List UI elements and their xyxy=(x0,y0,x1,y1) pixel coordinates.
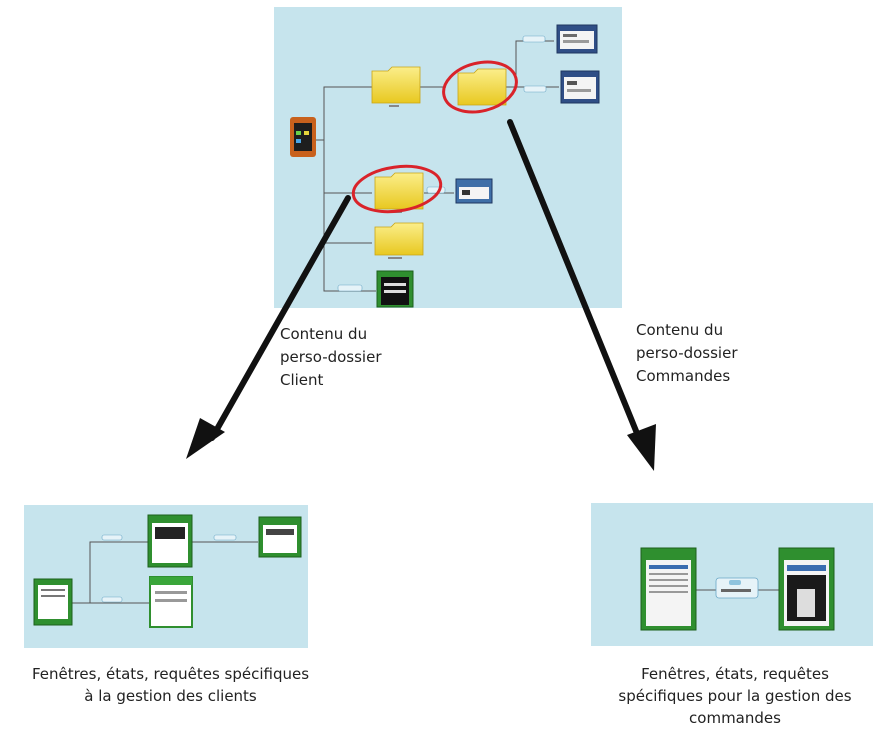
commandes-caption: Fenêtres, états, requêtes spécifiques po… xyxy=(618,665,852,727)
client-arrowhead-icon xyxy=(186,418,225,459)
client-arrow-label: Contenu du perso-dossier Client xyxy=(280,325,382,389)
folder-icon xyxy=(374,222,424,259)
highlight-circles xyxy=(351,60,518,214)
window-thumbnail-icon xyxy=(778,547,835,631)
client-contents-graph xyxy=(33,514,302,628)
clients-caption: Fenêtres, états, requêtes spécifiques à … xyxy=(31,665,310,705)
window-thumbnail-icon xyxy=(33,578,73,626)
client-contents-panel xyxy=(24,505,308,648)
connector-lines xyxy=(71,541,258,604)
link-label xyxy=(715,577,759,599)
project-graph-panel xyxy=(274,7,622,308)
link-labels xyxy=(101,534,237,603)
commandes-arrowhead-icon xyxy=(627,424,656,471)
window-thumbnail-icon xyxy=(258,516,302,558)
project-graph xyxy=(290,24,600,308)
window-thumbnail-icon xyxy=(560,70,600,104)
window-thumbnail-icon xyxy=(149,576,193,628)
window-thumbnail-icon xyxy=(640,547,697,631)
folder-icon xyxy=(371,66,421,107)
commandes-arrow-label: Contenu du perso-dossier Commandes xyxy=(636,321,738,385)
project-icon xyxy=(290,117,316,157)
window-thumbnail-icon xyxy=(455,178,493,204)
window-thumbnail-icon xyxy=(147,514,193,568)
window-thumbnail-icon xyxy=(556,24,598,54)
connector-lines xyxy=(314,40,559,292)
commandes-contents-graph xyxy=(640,547,835,631)
commandes-folder-icon xyxy=(457,68,507,106)
window-thumbnail-icon xyxy=(376,270,414,308)
commandes-contents-panel xyxy=(591,503,873,646)
